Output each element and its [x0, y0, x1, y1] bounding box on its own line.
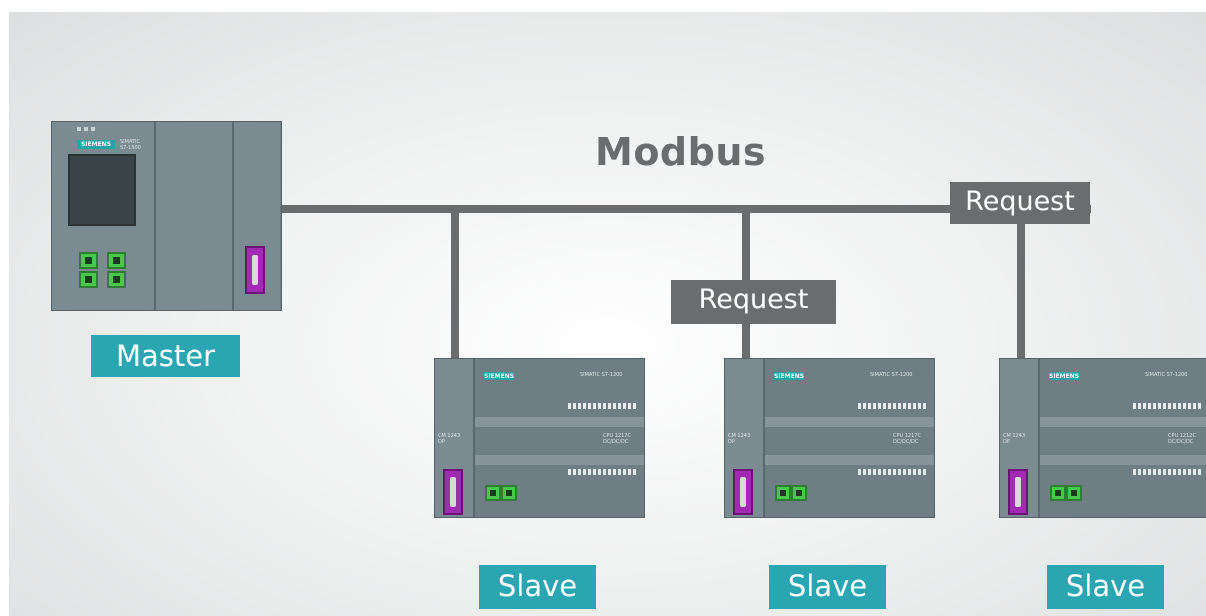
profibus-connector-icon: [733, 469, 753, 515]
siemens-logo: SIEMENS: [774, 372, 805, 380]
ethernet-port-icon: [775, 485, 791, 501]
master-plc: SIEMENS SIMATIC S7-1500: [51, 121, 282, 311]
slave-badge-1: Slave: [479, 565, 596, 609]
slave-badge-2: Slave: [769, 565, 886, 609]
ethernet-port-icon: [501, 485, 517, 501]
bus-drop-slave-1: [451, 209, 459, 359]
status-led: [84, 127, 88, 131]
terminal-band: [475, 455, 644, 465]
slave-cpu-text: CPU 1217C DC/DC/DC: [893, 433, 921, 445]
slave-badge-3: Slave: [1047, 565, 1164, 609]
comm-module-text: CM 1243 DP: [728, 433, 751, 445]
slave-cpu-text: CPU 1212C DC/DC/DC: [1168, 433, 1196, 445]
profibus-connector-icon: [245, 246, 265, 294]
terminal-block: [1133, 403, 1203, 409]
siemens-logo: SIEMENS: [484, 372, 515, 380]
slave-plc-1: SIEMENS SIMATIC S7-1200 CPU 1217C DC/DC/…: [434, 358, 645, 518]
terminal-band: [475, 417, 644, 427]
master-plc-mid-segment: [156, 122, 234, 310]
terminal-block: [1133, 469, 1203, 475]
slave-model-text: SIMATIC S7-1200: [580, 372, 623, 378]
terminal-band: [765, 417, 934, 427]
master-display: [68, 154, 136, 226]
diagram-title: Modbus: [595, 130, 766, 174]
slave-plc-2: SIEMENS SIMATIC S7-1200 CPU 1217C DC/DC/…: [724, 358, 935, 518]
master-model-text: SIMATIC S7-1500: [120, 139, 141, 151]
terminal-block: [858, 469, 928, 475]
ethernet-port-icon: [107, 252, 126, 269]
status-led: [77, 127, 81, 131]
slave-model-text: SIMATIC S7-1200: [870, 372, 913, 378]
ethernet-port-icon: [485, 485, 501, 501]
ethernet-port-icon: [79, 252, 98, 269]
terminal-band: [1040, 455, 1206, 465]
comm-module-text: CM 1243 DP: [438, 433, 461, 445]
ethernet-port-icon: [1050, 485, 1066, 501]
profibus-connector-icon: [1008, 469, 1028, 515]
slave-cpu-text: CPU 1217C DC/DC/DC: [603, 433, 631, 445]
bus-drop-slave-3: [1017, 209, 1025, 359]
siemens-logo: SIEMENS: [77, 140, 115, 149]
ethernet-port-icon: [79, 271, 98, 288]
bus-line-main: [281, 205, 1091, 213]
modbus-diagram: Modbus Request Request SIEMENS SIMATIC S…: [9, 12, 1206, 616]
profibus-connector-icon: [443, 469, 463, 515]
siemens-logo: SIEMENS: [1049, 372, 1080, 380]
request-label-middle: Request: [671, 280, 836, 324]
ethernet-port-icon: [1066, 485, 1082, 501]
master-badge: Master: [91, 335, 240, 377]
status-led: [91, 127, 95, 131]
ethernet-port-icon: [791, 485, 807, 501]
slave-plc-3: SIEMENS SIMATIC S7-1200 CPU 1212C DC/DC/…: [999, 358, 1206, 518]
comm-module-text: CM 1243 DP: [1003, 433, 1026, 445]
request-label-top: Request: [950, 182, 1090, 224]
ethernet-port-icon: [107, 271, 126, 288]
terminal-block: [568, 469, 638, 475]
terminal-block: [568, 403, 638, 409]
terminal-block: [858, 403, 928, 409]
slave-model-text: SIMATIC S7-1200: [1145, 372, 1188, 378]
terminal-band: [1040, 417, 1206, 427]
terminal-band: [765, 455, 934, 465]
